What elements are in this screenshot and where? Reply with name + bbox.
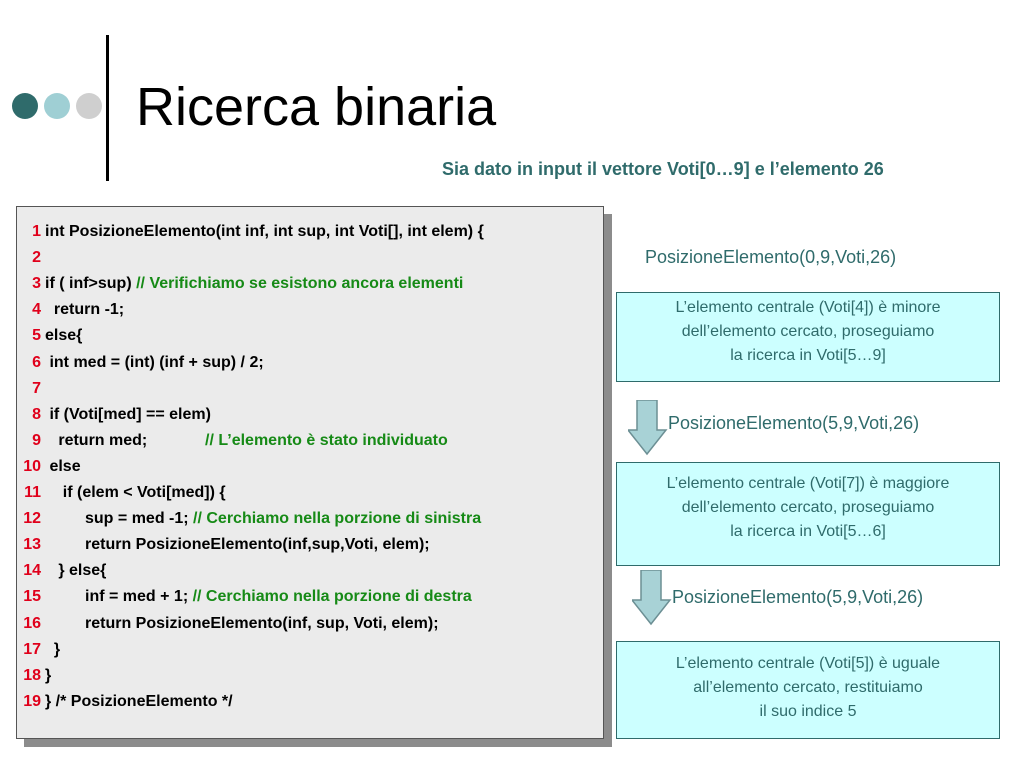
title-divider: [106, 35, 109, 181]
line-number: 11: [24, 484, 41, 501]
bullet-dot-dark: [12, 93, 38, 119]
code-line: 6 int med = (int) (inf + sup) / 2;: [17, 350, 597, 376]
info-box-3-line: L’elemento centrale (Voti[5]) è uguale: [675, 655, 941, 672]
line-number: 16: [23, 614, 41, 632]
info-box-1: L’elemento centrale (Voti[4]) è minore d…: [616, 292, 1000, 382]
line-number: 5: [32, 327, 41, 345]
line-number: 17: [23, 640, 41, 658]
code-text: else: [45, 457, 81, 475]
code-line: 12 sup = med -1; // Cerchiamo nella porz…: [17, 506, 597, 532]
line-number: 13: [23, 536, 41, 554]
line-number: 19: [23, 692, 41, 710]
code-text: } else{: [45, 562, 107, 580]
code-line: 14 } else{: [17, 558, 597, 584]
down-arrow-icon: [632, 570, 672, 626]
code-text: else{: [45, 327, 83, 345]
call-label-2: PosizioneElemento(5,9,Voti,26): [668, 413, 920, 433]
info-box-3-line: il suo indice 5: [759, 703, 857, 720]
code-text: int PosizioneElemento(int inf, int sup, …: [45, 223, 484, 240]
line-number: 10: [23, 457, 41, 475]
code-text: if (Voti[med] == elem): [45, 405, 211, 423]
code-line: 19} /* PosizioneElemento */: [17, 689, 597, 715]
code-line: 9 return med; // L’elemento è stato indi…: [17, 428, 597, 454]
info-box-2-line: la ricerca in Voti[5…6]: [730, 523, 886, 540]
code-text: inf = med + 1;: [45, 588, 193, 606]
call-label-3: PosizioneElemento(5,9,Voti,26): [672, 587, 924, 607]
bullet-dot-light: [44, 93, 70, 119]
slide-title: Ricerca binaria: [136, 77, 497, 137]
code-comment: // Cerchiamo nella porzione di sinistra: [193, 510, 482, 528]
line-number: 3: [32, 275, 41, 293]
line-number: 7: [32, 379, 41, 397]
code-line: 13 return PosizioneElemento(inf,sup,Voti…: [17, 532, 597, 558]
bullet-dot-gray: [76, 93, 102, 119]
code-line: 17 }: [17, 637, 597, 663]
call-label-1: PosizioneElemento(0,9,Voti,26): [645, 247, 897, 267]
code-text: if ( inf>sup): [45, 275, 137, 293]
line-number: 4: [32, 301, 41, 319]
code-text: return PosizioneElemento(inf, sup, Voti,…: [45, 614, 439, 632]
line-number: 9: [32, 431, 41, 449]
line-number: 8: [32, 405, 41, 423]
line-number: 1: [32, 223, 41, 240]
code-line: 16 return PosizioneElemento(inf, sup, Vo…: [17, 611, 597, 637]
code-line: 2: [17, 245, 597, 271]
code-text: return PosizioneElemento(inf,sup,Voti, e…: [45, 536, 430, 554]
line-number: 18: [23, 666, 41, 684]
code-text: return -1;: [45, 301, 125, 319]
info-box-3: L’elemento centrale (Voti[5]) è uguale a…: [616, 641, 1000, 739]
code-line: 10 else: [17, 454, 597, 480]
code-text: int med = (int) (inf + sup) / 2;: [45, 353, 264, 371]
info-box-3-line: all’elemento cercato, restituiamo: [693, 679, 923, 696]
code-text: sup = med -1;: [45, 510, 194, 528]
code-text: }: [45, 666, 52, 684]
code-line: 15 inf = med + 1; // Cerchiamo nella por…: [17, 584, 597, 610]
line-number: 2: [32, 249, 41, 267]
info-box-2-line: L’elemento centrale (Voti[7]) è maggiore: [666, 475, 950, 492]
slide-subtitle: Sia dato in input il vettore Voti[0…9] e…: [442, 159, 884, 179]
code-comment: // Cerchiamo nella porzione di destra: [192, 588, 472, 606]
code-line: 18}: [17, 663, 597, 689]
code-text: }: [45, 640, 61, 658]
down-arrow-icon: [628, 400, 668, 456]
code-comment: // Verifichiamo se esistono ancora eleme…: [136, 275, 464, 293]
line-number: 6: [32, 353, 41, 371]
line-number: 12: [23, 510, 41, 528]
code-text: } /* PosizioneElemento */: [45, 692, 233, 710]
code-text: if (elem < Voti[med]) {: [45, 484, 226, 501]
code-line: 7: [17, 376, 597, 402]
code-line: 4 return -1;: [17, 297, 597, 323]
info-box-1-line: la ricerca in Voti[5…9]: [730, 347, 886, 364]
info-box-2-line: dell’elemento cercato, proseguiamo: [681, 499, 935, 516]
code-line: 8 if (Voti[med] == elem): [17, 402, 597, 428]
code-text: return med;: [45, 431, 206, 449]
line-number: 14: [23, 562, 41, 580]
info-box-1-line: dell’elemento cercato, proseguiamo: [681, 323, 935, 340]
info-box-2: L’elemento centrale (Voti[7]) è maggiore…: [616, 462, 1000, 566]
info-box-1-line: L’elemento centrale (Voti[4]) è minore: [675, 299, 941, 316]
code-line: 11 if (elem < Voti[med]) {: [17, 480, 597, 506]
line-number: 15: [23, 588, 41, 606]
code-comment: // L’elemento è stato individuato: [205, 431, 448, 449]
